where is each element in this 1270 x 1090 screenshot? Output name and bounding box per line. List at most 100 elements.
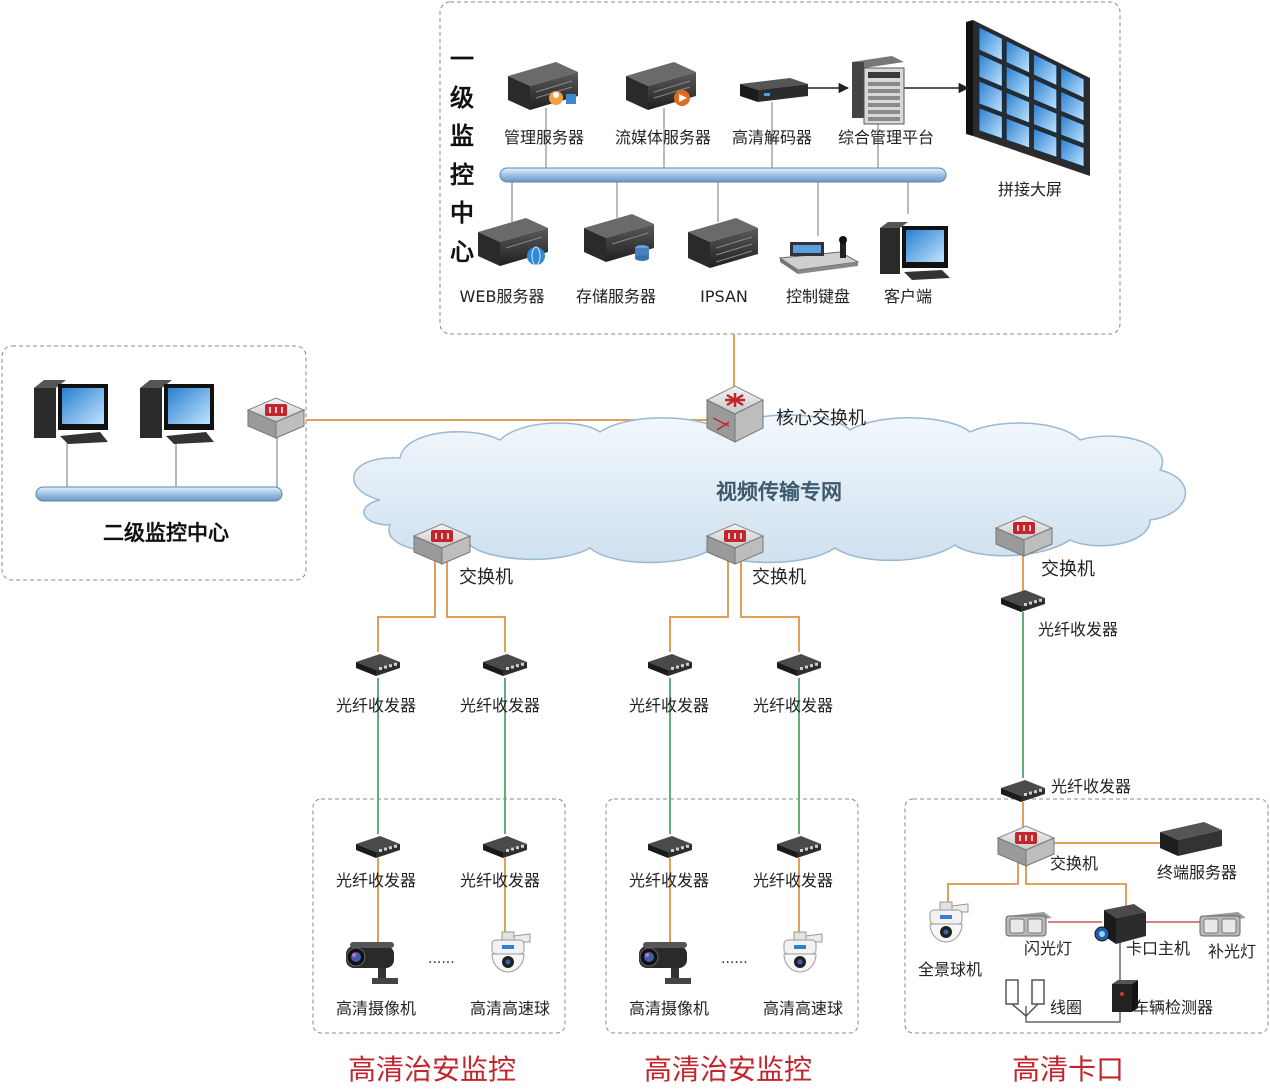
- fiber-transceiver-icon: [648, 836, 692, 858]
- label-transceiver-a1: 光纤收发器: [335, 696, 417, 715]
- video-wall-cell: [1005, 91, 1030, 124]
- fiber-transceiver-icon: [356, 836, 400, 858]
- label-management-server: 管理服务器: [503, 128, 585, 147]
- level1-bus: [499, 167, 947, 183]
- level1-title: 一级监控中心: [450, 45, 474, 266]
- fiber-transceiver-icon: [648, 654, 692, 676]
- switch-icon-3: [994, 515, 1054, 557]
- checkpoint-switch-icon: [996, 825, 1056, 867]
- storage-server-icon: [584, 214, 654, 262]
- video-wall-cell: [1033, 53, 1058, 87]
- hd-decoder-icon: [740, 78, 808, 102]
- fill-light-icon: [1199, 912, 1246, 937]
- label-panorama-dome: 全景球机: [917, 960, 983, 979]
- label-switch-2: 交换机: [752, 567, 806, 588]
- level1-box: [439, 1, 1121, 335]
- level2-title: 二级监控中心: [103, 521, 229, 545]
- fiber-transceiver-icon: [483, 654, 527, 676]
- ellipsis-b: ......: [721, 951, 748, 967]
- label-web-server: WEB服务器: [459, 287, 545, 306]
- platform-slot: [868, 96, 900, 100]
- label-management-platform: 综合管理平台: [837, 128, 935, 147]
- label-transceiver-b4: 光纤收发器: [752, 871, 834, 890]
- label-transceiver-cp-top: 光纤收发器: [1038, 620, 1119, 639]
- platform-slot: [868, 110, 900, 114]
- video-wall-cell: [1033, 78, 1058, 111]
- fiber-transceiver-icon: [483, 836, 527, 858]
- ipsan-icon: [688, 218, 758, 268]
- label-streaming-server: 流媒体服务器: [614, 128, 712, 147]
- label-terminal-server: 终端服务器: [1157, 863, 1238, 882]
- vehicle-detector-icon: [1112, 980, 1138, 1012]
- core-switch-icon: [705, 385, 765, 443]
- title-checkpoint: 高清卡口: [1011, 1053, 1125, 1086]
- control-keyboard-icon: [778, 236, 860, 274]
- platform-slot: [868, 82, 900, 86]
- ellipsis-a: ......: [428, 951, 455, 967]
- video-wall-icon: [966, 20, 1090, 176]
- label-control-keyboard: 控制键盘: [785, 287, 851, 306]
- speed-dome-icon: [929, 901, 969, 943]
- speed-dome-icon: [783, 931, 823, 973]
- level2-pc-icon-1: [34, 380, 108, 444]
- label-ipsan: IPSAN: [700, 287, 748, 306]
- video-wall-cell: [1060, 114, 1085, 145]
- label-switch-3: 交换机: [1041, 559, 1095, 580]
- level2-box: [1, 345, 307, 581]
- fiber-transceiver-icon: [1001, 780, 1045, 802]
- video-wall-cell: [1060, 138, 1085, 168]
- label-coil: 线圈: [1050, 998, 1083, 1017]
- level2-pc-icon-2: [140, 380, 214, 444]
- speed-dome-icon: [491, 931, 531, 973]
- label-transceiver-b1: 光纤收发器: [628, 696, 710, 715]
- security-box-1: [312, 798, 566, 1034]
- label-core-switch: 核心交换机: [776, 408, 866, 429]
- label-camera-b: 高清摄像机: [628, 999, 710, 1018]
- management-server-icon: [508, 62, 578, 110]
- fiber-transceiver-icon: [356, 654, 400, 676]
- flash-light-icon: [1005, 912, 1052, 937]
- label-transceiver-cp-mid: 光纤收发器: [1051, 777, 1132, 796]
- label-dome-b: 高清高速球: [762, 999, 844, 1018]
- label-camera-a: 高清摄像机: [335, 999, 417, 1018]
- label-flash-light: 闪光灯: [1024, 939, 1073, 958]
- cloud: [353, 414, 1187, 564]
- level2-bus: [35, 486, 283, 502]
- coil-icon: [1005, 979, 1045, 1018]
- platform-slot: [868, 89, 900, 93]
- checkpoint-host-icon: [1094, 904, 1146, 944]
- platform-slot: [868, 117, 900, 121]
- switch-icon-1: [412, 523, 472, 565]
- label-dome-a: 高清高速球: [469, 999, 551, 1018]
- hd-camera-icon: [639, 942, 691, 984]
- video-wall-cell: [1060, 66, 1085, 99]
- label-storage-server: 存储服务器: [575, 287, 657, 306]
- platform-slot: [868, 103, 900, 107]
- streaming-server-icon: [626, 62, 696, 110]
- label-checkpoint-host: 卡口主机: [1126, 939, 1191, 958]
- title-security-2: 高清治安监控: [643, 1053, 813, 1086]
- checkpoint-box: [904, 798, 1269, 1034]
- hd-camera-icon: [346, 942, 398, 984]
- web-server-icon: [478, 218, 548, 266]
- label-transceiver-a2: 光纤收发器: [459, 696, 541, 715]
- level2-switch-icon: [246, 397, 306, 439]
- label-transceiver-a4: 光纤收发器: [459, 871, 541, 890]
- video-wall-cell: [1033, 103, 1058, 134]
- label-cp-switch: 交换机: [1050, 854, 1099, 873]
- links: [66, 102, 1200, 1023]
- video-wall-cell: [1005, 117, 1030, 149]
- video-wall-cell: [978, 53, 1003, 88]
- label-transceiver-b3: 光纤收发器: [628, 871, 710, 890]
- video-wall-cell: [1005, 39, 1030, 74]
- video-wall-cell: [978, 26, 1003, 62]
- terminal-server-icon: [1160, 822, 1222, 856]
- label-video-wall: 拼接大屏: [997, 180, 1063, 199]
- fiber-transceiver-icon: [1001, 590, 1045, 612]
- label-fill-light: 补光灯: [1208, 942, 1257, 961]
- label-client: 客户端: [883, 287, 933, 306]
- label-transceiver-a3: 光纤收发器: [335, 871, 417, 890]
- client-pc-icon: [880, 222, 950, 280]
- video-wall-cell: [1033, 127, 1058, 158]
